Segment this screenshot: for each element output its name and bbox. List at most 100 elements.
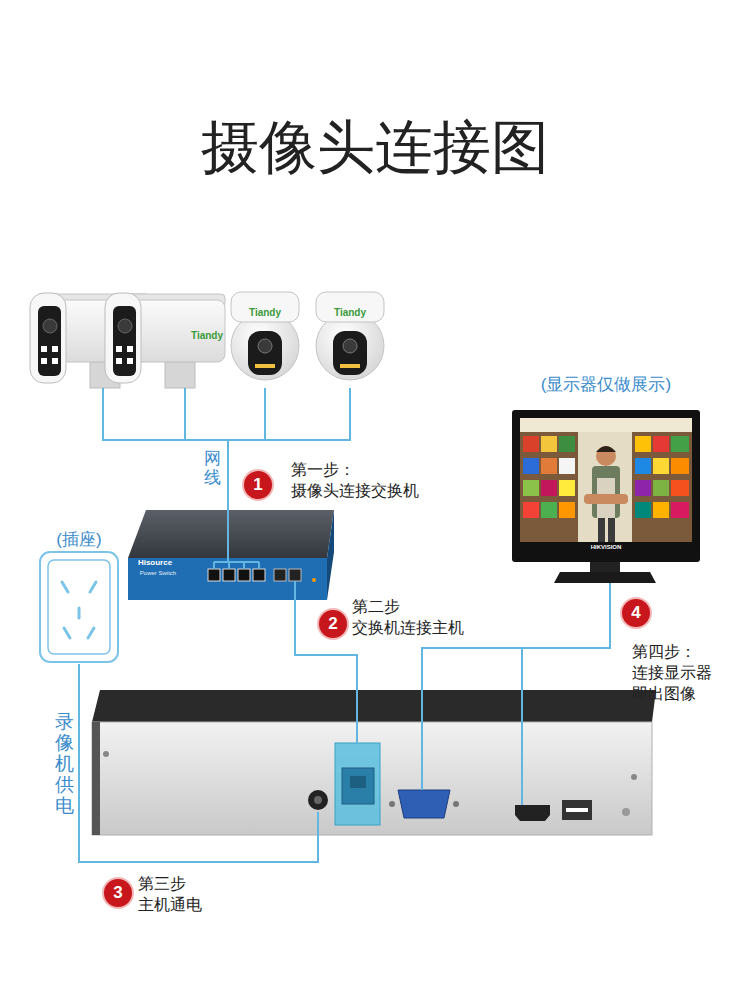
nvr-recorder	[92, 690, 656, 835]
monitor	[523, 502, 539, 518]
monitor	[520, 418, 692, 432]
poe-switch	[289, 569, 301, 581]
monitor	[523, 436, 539, 452]
poe-switch	[208, 569, 220, 581]
nvr-recorder	[308, 790, 328, 810]
nvr-recorder	[350, 776, 366, 788]
power-socket	[62, 582, 68, 592]
brand-label: Hisource	[138, 558, 172, 568]
monitor	[596, 446, 616, 452]
monitor	[653, 436, 669, 452]
callout-circle	[621, 598, 651, 628]
bullet-camera	[118, 319, 132, 333]
callout-number: 3	[113, 883, 122, 903]
nvr-recorder	[622, 808, 630, 816]
monitor	[541, 502, 557, 518]
monitor	[671, 502, 689, 518]
step-text: 第一步： 摄像头连接交换机	[291, 460, 419, 502]
power-socket	[90, 582, 96, 592]
nvr-recorder	[562, 800, 592, 820]
nvr-recorder	[92, 722, 100, 835]
monitor	[590, 562, 620, 572]
monitor	[635, 502, 651, 518]
bullet-camera	[105, 293, 141, 383]
model-label: Power Switch	[140, 570, 176, 577]
callout-circle	[318, 609, 348, 639]
bullet-camera	[165, 362, 195, 388]
power-socket: (插座)	[36, 528, 122, 668]
display-note: (显示器仅做展示)	[541, 375, 671, 395]
dome-camera	[231, 292, 299, 322]
dome-camera: Tiandy	[231, 290, 299, 388]
nvr-recorder	[389, 801, 395, 807]
monitor	[671, 436, 689, 452]
network-cable	[103, 388, 185, 440]
nvr-recorder	[103, 751, 109, 757]
dome-camera	[316, 292, 384, 322]
monitor	[559, 480, 575, 496]
brand-label: Tiandy	[334, 307, 366, 319]
bullet-camera	[127, 358, 133, 364]
monitor	[671, 480, 689, 496]
monitor	[653, 480, 669, 496]
socket-note: (插座)	[56, 530, 101, 550]
monitor	[653, 502, 669, 518]
power-label: 录像机供电	[55, 712, 74, 816]
dome-camera	[333, 331, 367, 375]
monitor	[559, 458, 575, 474]
bullet-camera	[38, 306, 61, 376]
network-cable	[228, 388, 265, 508]
bullet-camera: Tiandy	[105, 292, 235, 388]
bullet-camera	[43, 319, 57, 333]
monitor	[523, 480, 539, 496]
monitor	[512, 410, 700, 583]
step-text: 第三步 主机通电	[138, 874, 202, 916]
power-socket	[78, 608, 81, 618]
title: 摄像头连接图	[201, 112, 549, 182]
poe-switch	[128, 510, 334, 558]
poe-switch	[238, 569, 250, 581]
network-cable	[185, 388, 228, 508]
poe-switch	[274, 569, 286, 581]
bullet-camera	[113, 306, 136, 376]
video-cable	[422, 583, 610, 805]
callout-circle	[103, 470, 651, 908]
uplink-cable	[295, 581, 357, 743]
callout-number: 4	[631, 603, 640, 623]
bullet-camera	[52, 346, 58, 352]
nvr-recorder	[631, 774, 637, 780]
poe-switch	[223, 569, 235, 581]
nvr-recorder	[566, 808, 588, 812]
monitor	[596, 446, 616, 466]
monitor	[559, 502, 575, 518]
bullet-camera	[30, 293, 150, 388]
monitor	[635, 480, 651, 496]
bullet-camera	[41, 358, 47, 364]
monitor	[578, 432, 632, 542]
monitor	[512, 410, 700, 562]
poe-switch	[128, 558, 327, 600]
callout-number: 1	[253, 475, 262, 495]
nvr-recorder	[515, 805, 550, 821]
port-bracket	[214, 508, 259, 569]
monitor	[635, 436, 651, 452]
monitor: (显示器仅做展示)HIKVISION	[505, 370, 707, 584]
nvr-recorder	[92, 722, 652, 835]
dome-camera	[258, 339, 272, 353]
bullet-camera	[52, 358, 58, 364]
poe-switch	[253, 569, 265, 581]
step-text: 第四步： 连接显示器 即出图像	[632, 642, 712, 704]
monitor	[554, 572, 656, 583]
monitor	[632, 432, 692, 542]
monitor	[608, 518, 615, 542]
bullet-camera	[30, 293, 66, 383]
monitor	[523, 458, 539, 474]
dome-camera	[340, 364, 360, 368]
dome-camera	[316, 292, 384, 380]
monitor	[671, 458, 689, 474]
nvr-recorder	[92, 690, 656, 722]
dome-camera	[248, 331, 282, 375]
monitor	[592, 466, 620, 518]
monitor	[520, 432, 578, 542]
poe-switch: HisourcePower Switch	[128, 508, 334, 602]
